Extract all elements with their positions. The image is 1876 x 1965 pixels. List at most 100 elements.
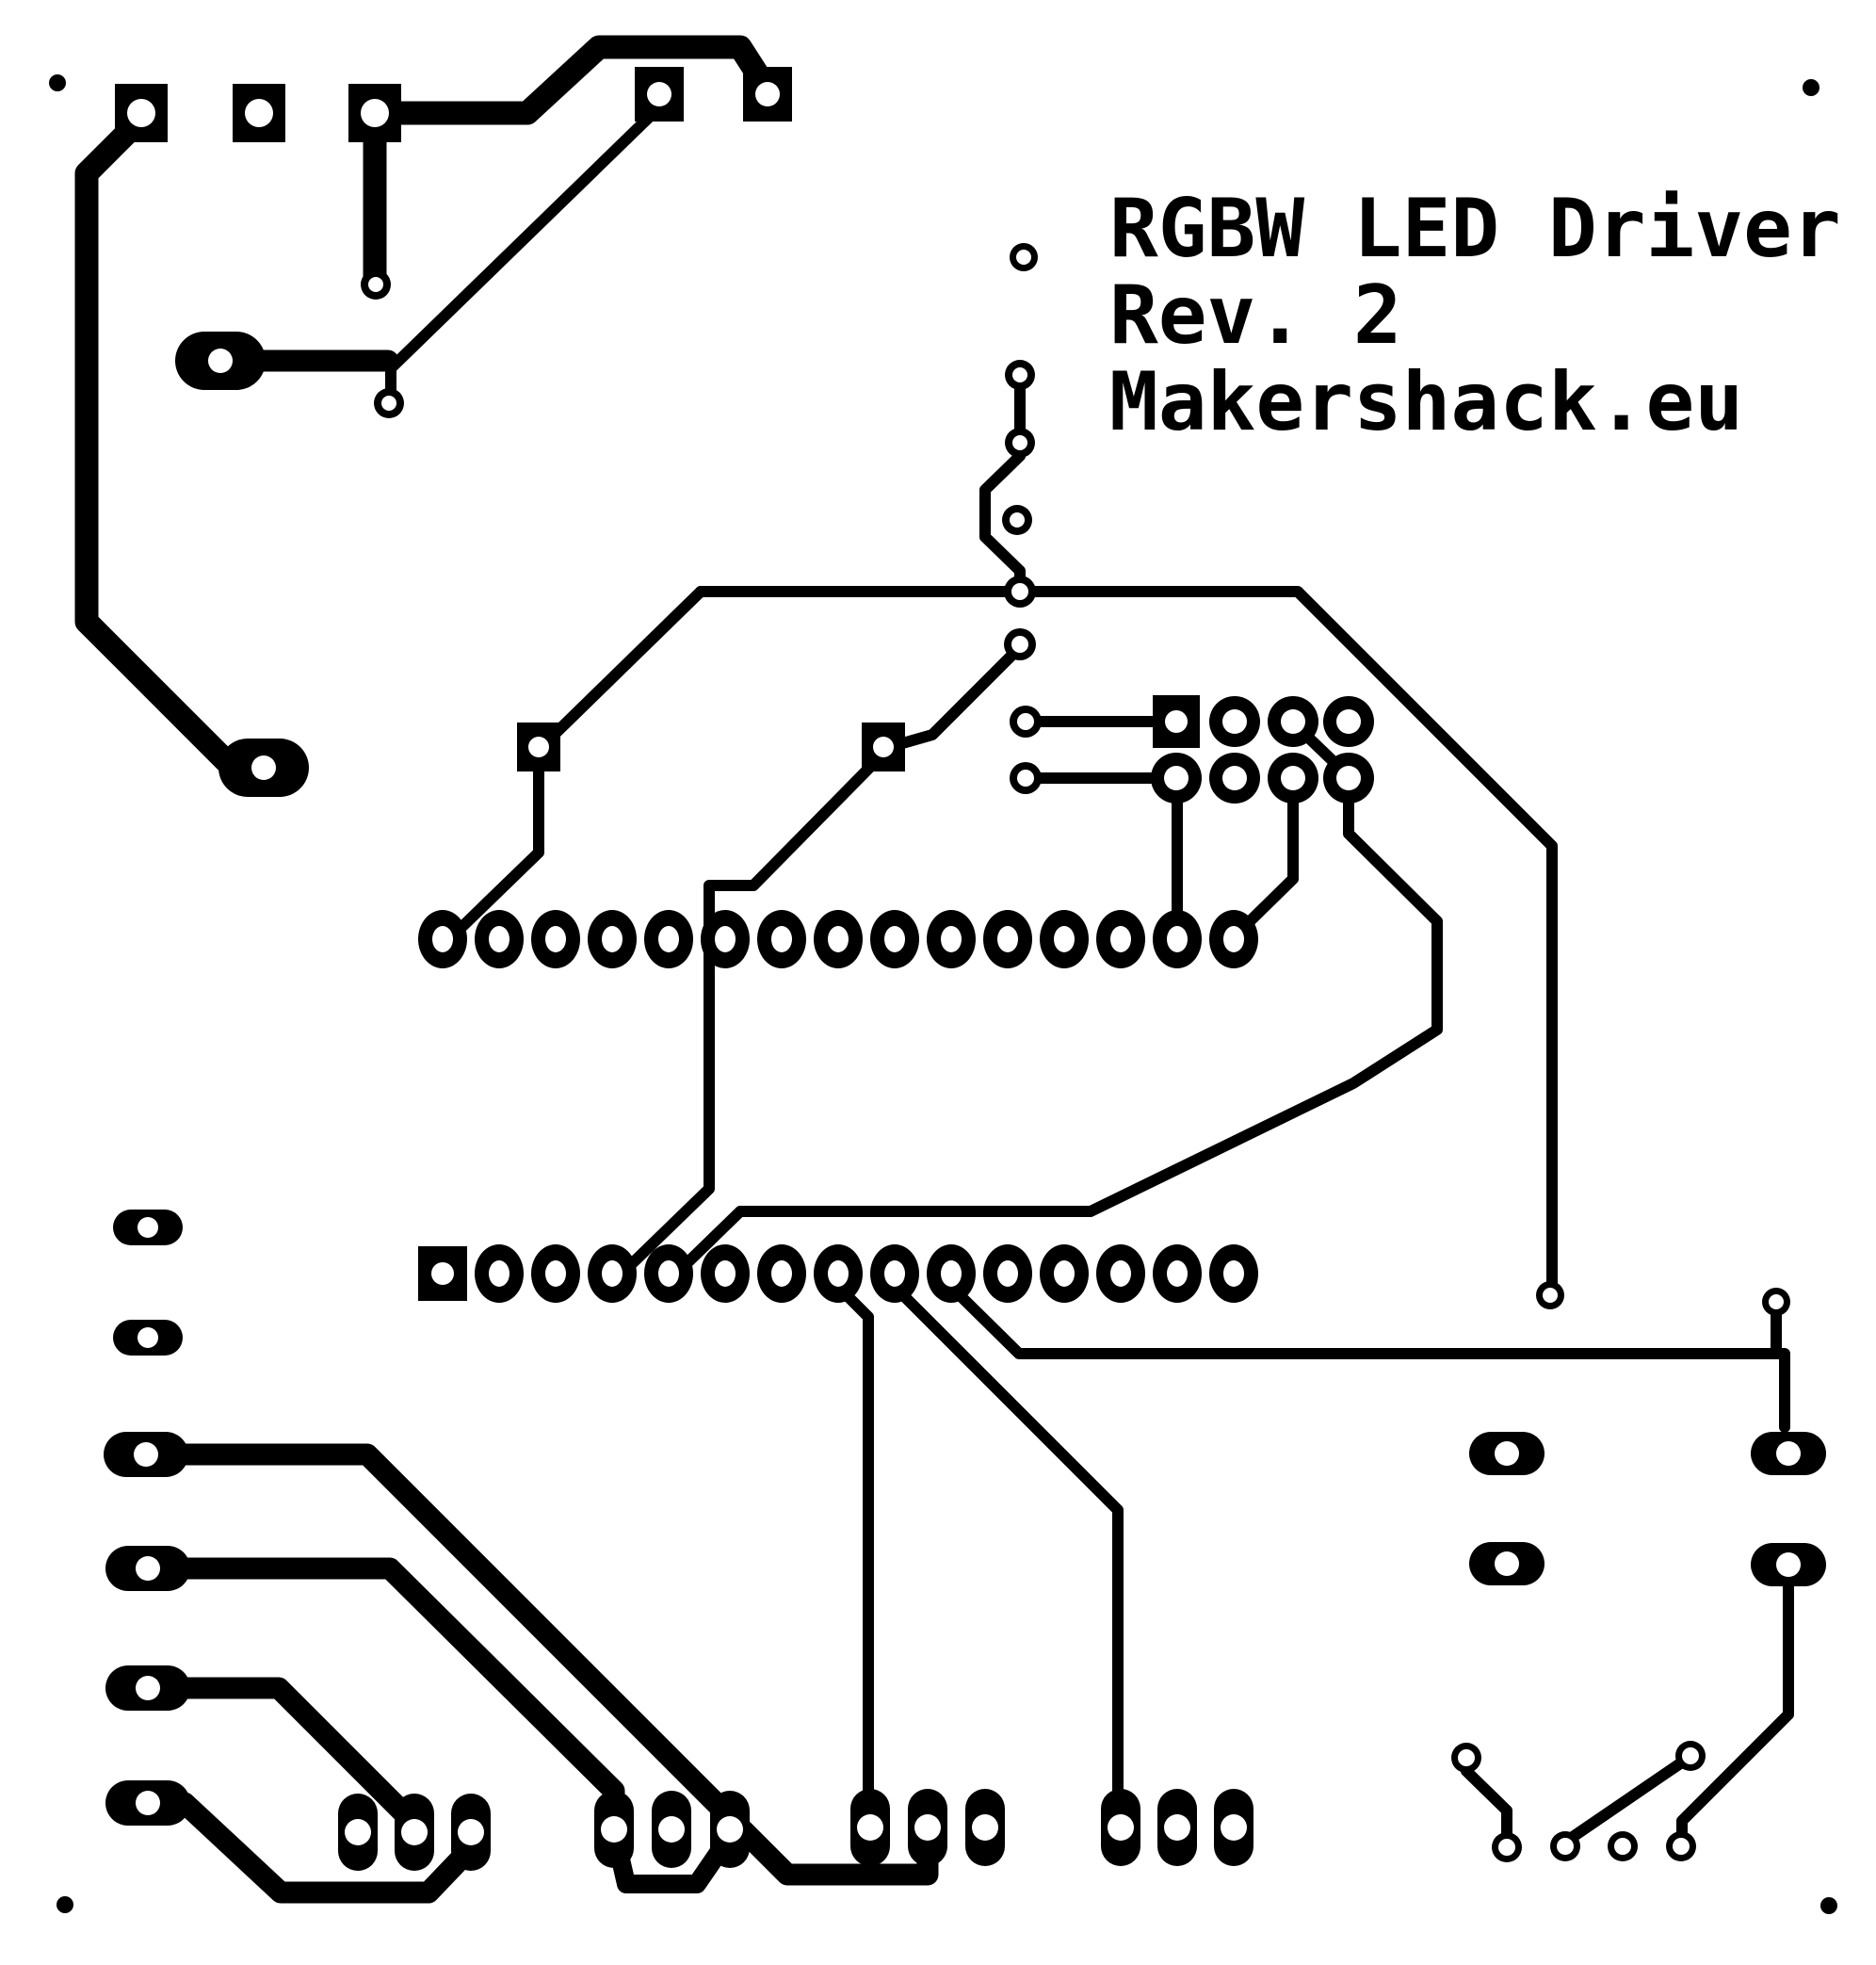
trace-thin <box>1237 792 1299 934</box>
drill-hole <box>1221 1814 1247 1841</box>
oval-pad <box>113 1320 183 1356</box>
drill-hole <box>715 926 736 952</box>
bottom-pin <box>451 1794 491 1871</box>
header-row1-pin <box>1209 910 1258 968</box>
title-line-1: RGBW LED Driver <box>1109 182 1841 276</box>
drill-hole <box>1012 435 1027 450</box>
drill-hole <box>1336 709 1361 734</box>
drill-hole <box>245 99 273 127</box>
drill-hole <box>602 1260 623 1287</box>
drill-hole <box>1223 926 1244 952</box>
header-row2-pin <box>701 1244 750 1303</box>
trace-thick <box>170 1677 428 1837</box>
trace-thin <box>887 646 1021 752</box>
oval-pad <box>113 1210 183 1245</box>
drill-hole <box>1682 1747 1699 1764</box>
drill-hole <box>545 926 566 952</box>
drill-hole <box>545 1260 566 1287</box>
trace-thin <box>669 792 1443 1281</box>
drill-hole <box>1108 1814 1134 1841</box>
via <box>1010 243 1038 271</box>
drill-hole <box>884 1260 905 1287</box>
bottom-pin <box>1157 1789 1197 1866</box>
header-row2-pin <box>644 1244 693 1303</box>
via <box>1010 762 1042 794</box>
drill-hole <box>1165 710 1188 733</box>
drill-hole <box>368 277 383 292</box>
drill-hole <box>1010 512 1025 528</box>
bottom-pin <box>395 1794 434 1871</box>
drill-hole <box>1557 1838 1574 1855</box>
drill-hole <box>873 737 894 757</box>
drill-hole <box>1222 709 1247 734</box>
header-row1-pin <box>531 910 580 968</box>
drill-hole <box>972 1814 998 1841</box>
square-pad <box>635 67 684 122</box>
square-pad <box>517 723 560 771</box>
header-row2-pin <box>1096 1244 1145 1303</box>
drill-hole <box>941 1260 962 1287</box>
header-row1-pin <box>1096 910 1145 968</box>
drill-hole <box>1222 766 1247 790</box>
trace-thin <box>385 102 665 403</box>
drill-hole <box>431 1262 454 1285</box>
header-row2-pin <box>475 1244 524 1303</box>
round-pad <box>1209 696 1260 747</box>
drill-hole <box>857 1814 883 1841</box>
bottom-pin <box>965 1789 1005 1866</box>
header-row2-pin <box>1040 1244 1089 1303</box>
header-row2-pin <box>1153 1244 1202 1303</box>
terminal-oval-pad <box>1751 1543 1826 1586</box>
drill-hole <box>828 1260 849 1287</box>
bottom-pin <box>1214 1789 1253 1866</box>
drill-hole <box>136 1556 160 1581</box>
oval-pad <box>105 1780 190 1826</box>
bottom-pin <box>652 1791 691 1868</box>
drill-hole <box>1164 766 1189 790</box>
drill-hole <box>1017 713 1034 730</box>
drill-hole <box>1495 1441 1519 1466</box>
terminal-oval-pad <box>1751 1432 1826 1475</box>
drill-hole <box>251 755 276 780</box>
drill-hole <box>1458 1749 1475 1766</box>
via <box>1004 628 1036 660</box>
drill-hole <box>1498 1839 1515 1856</box>
via <box>1550 1831 1580 1861</box>
drill-hole <box>914 1814 941 1841</box>
drill-hole <box>1016 250 1031 265</box>
drill-hole <box>489 926 509 952</box>
fiducial-top-left-dot <box>49 74 66 91</box>
drill-hole <box>1011 636 1028 653</box>
square-pad <box>233 84 285 142</box>
trace-thin <box>695 586 1558 1289</box>
drill-hole <box>489 1260 509 1287</box>
round-pad <box>1268 753 1318 804</box>
drill-hole <box>127 99 155 127</box>
pad-layer <box>104 67 1826 1871</box>
drill-hole <box>715 1260 736 1287</box>
header-row1-pin <box>757 910 806 968</box>
drill-hole <box>1495 1551 1519 1576</box>
via <box>1451 1743 1481 1773</box>
header-row2-pin <box>531 1244 580 1303</box>
trace-thin <box>891 1283 1124 1801</box>
header-row2-pin <box>927 1244 976 1303</box>
terminal-oval-pad <box>1469 1432 1544 1475</box>
drill-hole <box>1223 1260 1244 1287</box>
header-row2-pin <box>757 1244 806 1303</box>
drill-hole <box>602 926 623 952</box>
header-row2-pin <box>870 1244 919 1303</box>
header-row2-pin <box>983 1244 1032 1303</box>
via <box>1608 1831 1638 1861</box>
title-line-2: Rev. 2 <box>1109 268 1402 363</box>
header-row1-pin <box>870 910 919 968</box>
drill-hole <box>1776 1441 1801 1466</box>
drill-hole <box>1776 1552 1801 1577</box>
drill-hole <box>137 1217 158 1238</box>
drill-hole <box>1167 926 1188 952</box>
drill-hole <box>1543 1288 1558 1303</box>
drill-hole <box>1336 766 1361 790</box>
bottom-pin <box>908 1789 947 1866</box>
trace-thin <box>611 753 884 1284</box>
terminal-oval-pad <box>1469 1542 1544 1585</box>
